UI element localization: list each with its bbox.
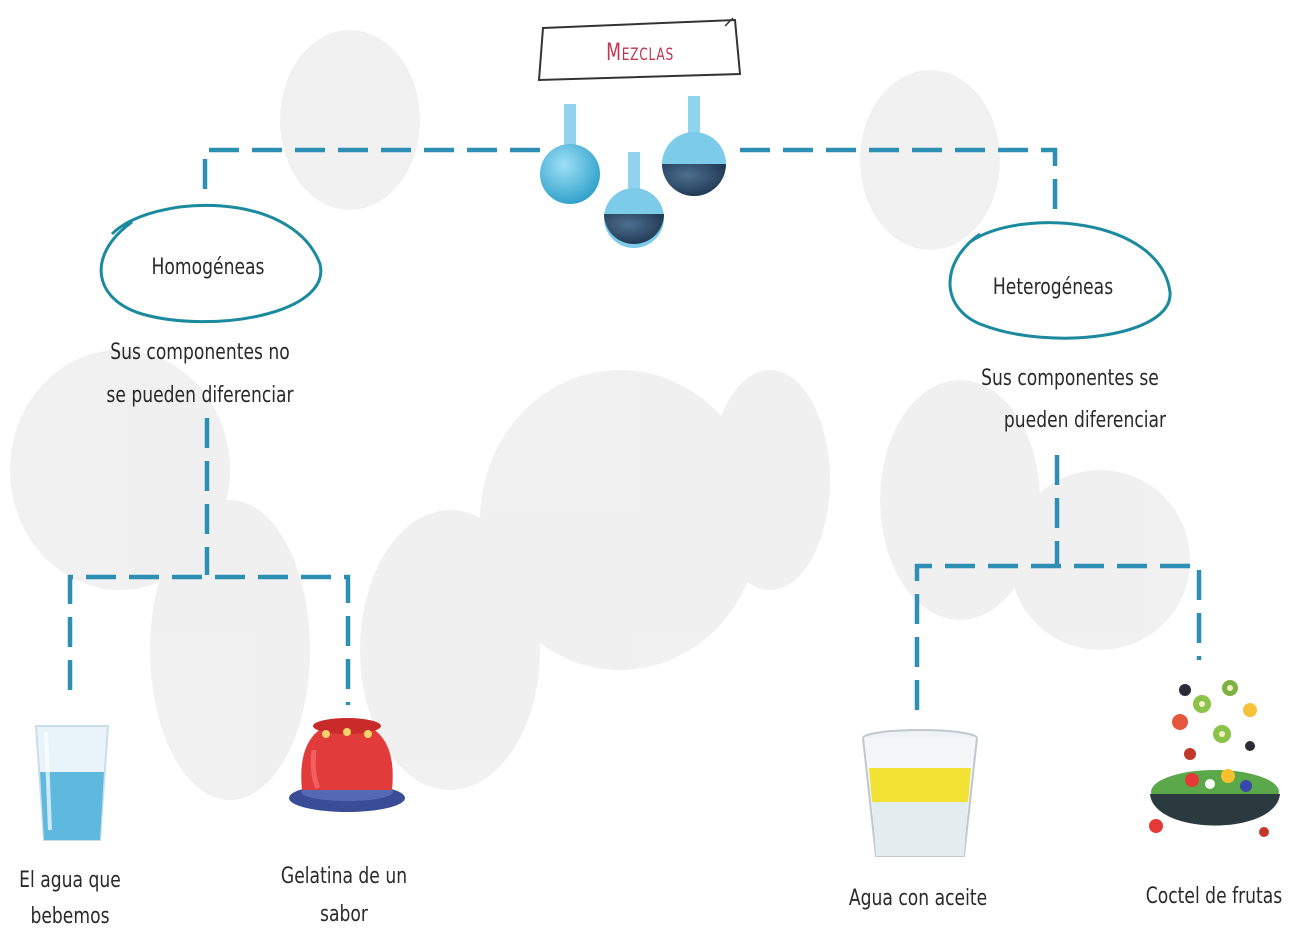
heterogeneous-label: Heterogéneas bbox=[992, 275, 1114, 300]
example-gelatin-line2: sabor bbox=[320, 902, 368, 927]
homogeneous-desc-line2: se pueden diferenciar bbox=[106, 383, 294, 408]
gelatin-icon bbox=[289, 718, 405, 812]
heterogeneous-desc-line2: pueden diferenciar bbox=[1003, 408, 1167, 433]
heterogeneous-ellipse bbox=[948, 221, 1172, 340]
connector-top-right bbox=[740, 147, 1058, 210]
connector-heter-split bbox=[914, 563, 1202, 710]
water-glass-icon bbox=[34, 725, 110, 841]
homogeneous-ellipse bbox=[99, 203, 323, 324]
oil-water-glass-icon bbox=[862, 729, 978, 857]
homogeneous-desc-line1: Sus componentes no bbox=[110, 340, 290, 365]
example-water-line2: bebemos bbox=[30, 904, 110, 929]
connector-homog-split bbox=[67, 574, 351, 705]
example-gelatin-line1: Gelatina de un bbox=[280, 864, 408, 889]
connector-top-left bbox=[202, 147, 540, 195]
example-fruit-line1: Coctel de frutas bbox=[1145, 884, 1283, 909]
page-title: Mezclas bbox=[606, 38, 674, 66]
example-oil-water-line1: Agua con aceite bbox=[848, 886, 988, 911]
title-box: Mezclas bbox=[535, 14, 745, 86]
example-water-line1: El agua que bbox=[19, 868, 121, 893]
homogeneous-label: Homogéneas bbox=[151, 255, 265, 280]
flasks-icon bbox=[540, 96, 726, 248]
fruit-salad-bowl-icon bbox=[1149, 680, 1280, 837]
heterogeneous-desc-line1: Sus componentes se bbox=[981, 366, 1159, 391]
title-frame bbox=[537, 17, 742, 82]
